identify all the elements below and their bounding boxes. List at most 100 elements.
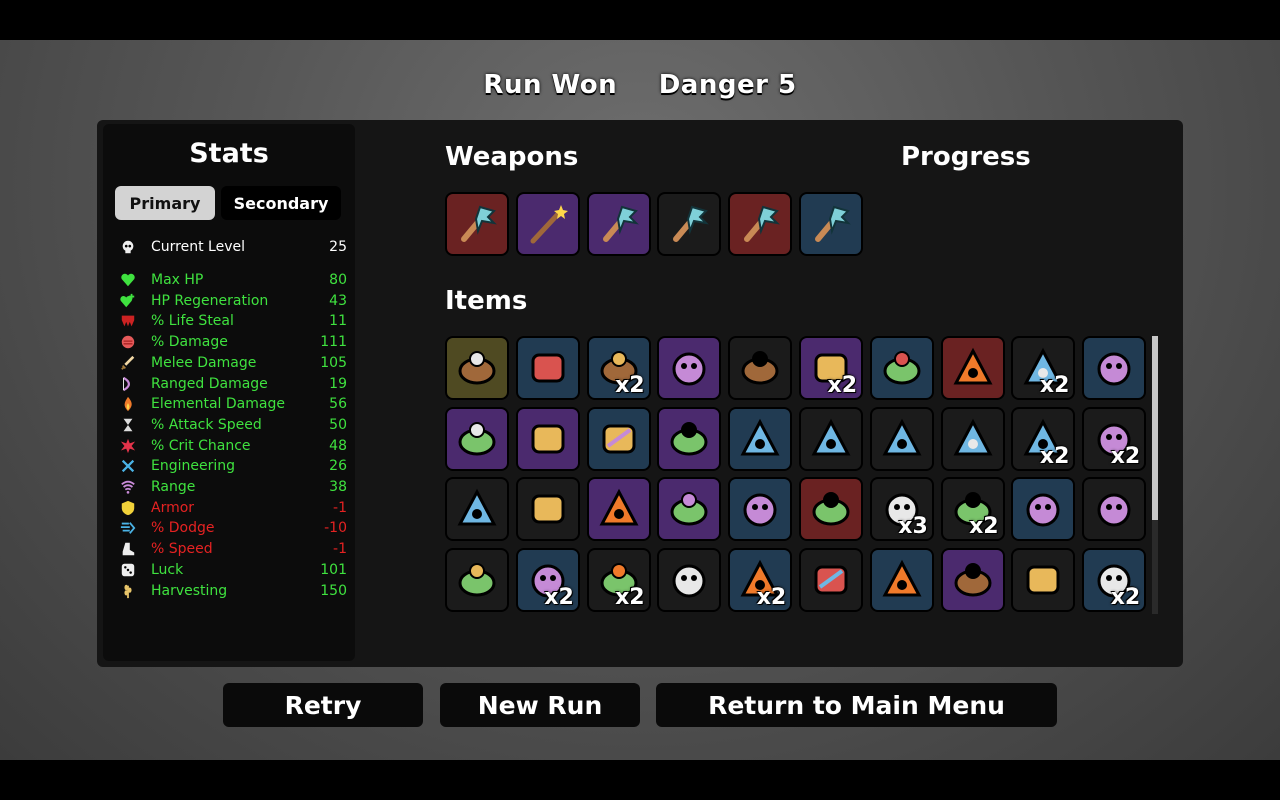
- progress-title: Progress: [901, 142, 1031, 172]
- inventory-slot[interactable]: [799, 547, 863, 612]
- retry-button[interactable]: Retry: [223, 683, 423, 727]
- fist-icon: [119, 333, 137, 351]
- inventory-slot[interactable]: [799, 477, 863, 541]
- muscle-arm-icon: [950, 345, 996, 391]
- inventory-slot[interactable]: [940, 547, 1005, 612]
- inventory-slot[interactable]: [586, 406, 651, 471]
- stat-label: % Damage: [151, 334, 228, 351]
- boot-icon: [119, 540, 137, 558]
- inventory-slot[interactable]: x2: [1011, 406, 1076, 471]
- snail-icon: [737, 486, 783, 532]
- inventory-slot[interactable]: [1082, 477, 1147, 541]
- inventory-slot[interactable]: [657, 336, 722, 400]
- plaid-shirt-icon: [1091, 486, 1137, 532]
- inventory-slot[interactable]: [445, 192, 509, 256]
- campfire-icon: [1091, 557, 1137, 603]
- tab-primary[interactable]: Primary: [115, 186, 215, 220]
- item-quantity: x2: [615, 584, 645, 610]
- main-menu-button[interactable]: Return to Main Menu: [656, 683, 1057, 727]
- stat-value: 25: [329, 239, 347, 255]
- inventory-slot[interactable]: [657, 547, 722, 612]
- inventory-slot[interactable]: [869, 547, 934, 612]
- item-quantity: x2: [1110, 584, 1141, 610]
- stat-value: 48: [329, 437, 347, 454]
- rainbow-leaf-icon: [808, 486, 854, 532]
- stat-value: 80: [329, 272, 347, 288]
- inventory-slot[interactable]: x3: [869, 477, 934, 541]
- wheat-icon: [119, 582, 137, 600]
- shovel-icon: [1020, 486, 1066, 532]
- bloody-sword-icon: [666, 557, 712, 603]
- inventory-slot[interactable]: x2: [586, 547, 651, 612]
- fang-icon: [879, 416, 925, 462]
- inventory-slot[interactable]: [728, 336, 793, 400]
- inventory-slot[interactable]: [586, 477, 651, 541]
- inventory-slot[interactable]: [799, 192, 863, 256]
- inventory-slot[interactable]: [1011, 477, 1076, 541]
- inventory-slot[interactable]: x2: [799, 336, 863, 400]
- new-run-button[interactable]: New Run: [440, 683, 640, 727]
- stat-label: HP Regeneration: [151, 292, 269, 309]
- stat-label: Max HP: [151, 272, 204, 288]
- stat-label: % Life Steal: [151, 313, 234, 330]
- ring-icon: [737, 557, 783, 603]
- item-quantity: x2: [1110, 443, 1141, 469]
- inventory-slot[interactable]: x2: [586, 336, 651, 400]
- stat-label: % Speed: [151, 541, 213, 558]
- inventory-slot[interactable]: [940, 406, 1005, 471]
- inventory-slot[interactable]: [1011, 547, 1076, 612]
- inventory-slot[interactable]: x2: [728, 547, 793, 612]
- bank-note-icon: [454, 557, 500, 603]
- stat-value: 11: [329, 313, 347, 330]
- inventory-slot[interactable]: [799, 406, 863, 471]
- inventory-slot[interactable]: [445, 336, 509, 400]
- stat-row: % Crit Chance 48: [119, 436, 347, 456]
- stat-row: % Damage 111: [119, 332, 347, 352]
- stat-label: % Crit Chance: [151, 437, 251, 454]
- spiked-mace-icon: [737, 201, 783, 247]
- inventory-slot[interactable]: x2: [1082, 547, 1147, 612]
- stat-value: 150: [320, 582, 347, 599]
- heart-plus-icon: [119, 292, 137, 310]
- items-scrollbar[interactable]: [1152, 336, 1158, 614]
- inventory-slot[interactable]: [515, 192, 580, 256]
- stat-value: 50: [329, 416, 347, 433]
- stat-value: 111: [320, 334, 347, 351]
- inventory-slot[interactable]: [869, 336, 934, 400]
- inventory-slot[interactable]: x2: [940, 477, 1005, 541]
- inventory-slot[interactable]: [445, 406, 509, 471]
- spiked-mace-icon: [454, 201, 500, 247]
- inventory-slot[interactable]: x2: [1082, 406, 1147, 471]
- inventory-slot[interactable]: [1082, 336, 1147, 400]
- bowl-icon: [808, 345, 854, 391]
- inventory-slot[interactable]: x2: [515, 547, 580, 612]
- sunglasses-icon: [525, 345, 571, 391]
- hourglass-icon: [119, 416, 137, 434]
- inventory-slot[interactable]: [728, 192, 793, 256]
- inventory-slot[interactable]: [728, 477, 793, 541]
- inventory-slot[interactable]: [515, 477, 580, 541]
- inventory-slot[interactable]: [657, 477, 722, 541]
- banner-icon: [737, 416, 783, 462]
- inventory-slot[interactable]: [515, 336, 580, 400]
- inventory-slot[interactable]: [445, 547, 509, 612]
- inventory-slot[interactable]: [657, 192, 722, 256]
- pocket-mirror-icon: [879, 557, 925, 603]
- inventory-slot[interactable]: [728, 406, 793, 471]
- inventory-slot[interactable]: [515, 406, 580, 471]
- scroll-thumb[interactable]: [1152, 336, 1158, 520]
- robot-arm-icon: [525, 557, 571, 603]
- inventory-slot[interactable]: [445, 477, 509, 541]
- item-quantity: x2: [756, 584, 787, 610]
- inventory-slot[interactable]: [940, 336, 1005, 400]
- inventory-slot[interactable]: [869, 406, 934, 471]
- inventory-slot[interactable]: [657, 406, 722, 471]
- shield-icon: [119, 499, 137, 517]
- tab-secondary[interactable]: Secondary: [221, 186, 341, 220]
- inventory-slot[interactable]: x2: [1011, 336, 1076, 400]
- inventory-slot[interactable]: [586, 192, 651, 256]
- tomato-icon: [525, 486, 571, 532]
